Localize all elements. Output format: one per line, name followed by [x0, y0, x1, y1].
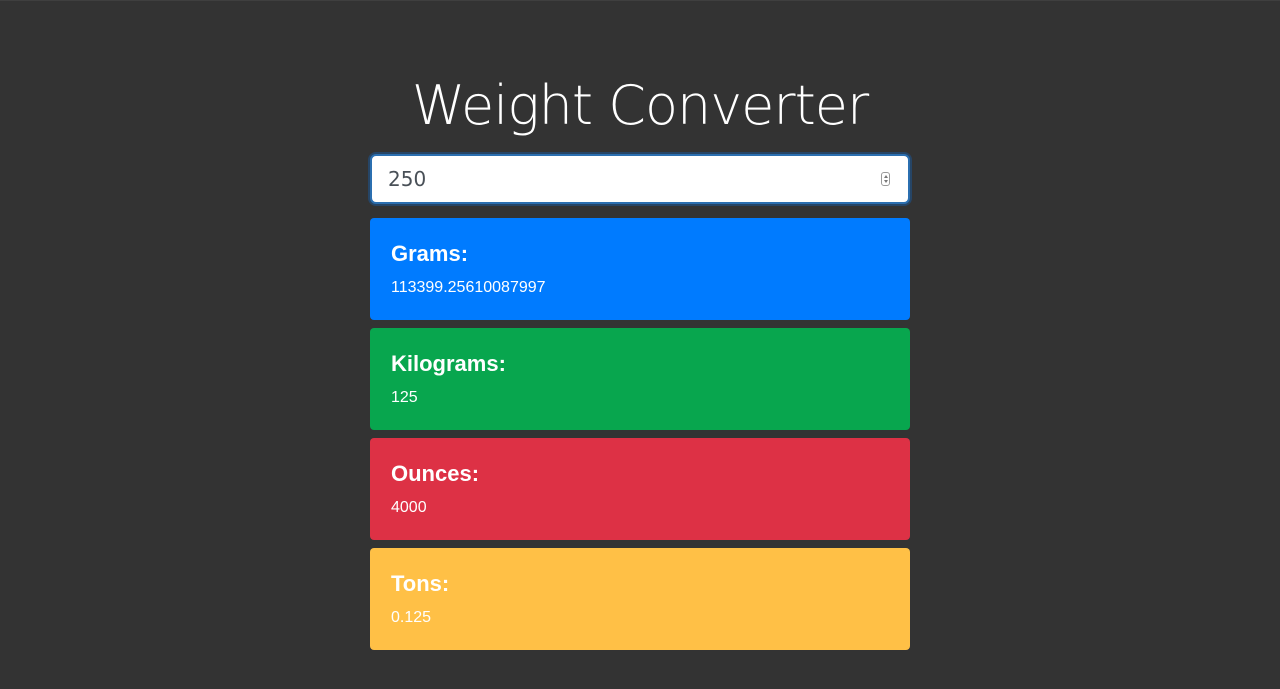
ounces-label: Ounces:	[391, 461, 480, 486]
ounces-value: 4000	[391, 499, 427, 516]
tons-card: Tons: 0.125	[370, 548, 910, 650]
page-title: Weight Converter	[411, 74, 869, 137]
grams-card: Grams: 113399.25610087997	[370, 218, 910, 320]
kilograms-value: 125	[391, 389, 418, 406]
kilograms-label: Kilograms:	[391, 351, 506, 376]
tons-value: 0.125	[391, 609, 432, 626]
ounces-card: Ounces: 4000	[370, 438, 910, 540]
grams-value: 113399.25610087997	[391, 279, 546, 296]
weight-input-field[interactable]	[370, 154, 910, 204]
number-spinner-icon[interactable]	[881, 172, 890, 186]
spinner-up-icon[interactable]	[884, 175, 888, 178]
grams-label: Grams:	[391, 241, 469, 266]
spinner-down-icon[interactable]	[884, 180, 888, 183]
kilograms-card: Kilograms: 125	[370, 328, 910, 430]
weight-input[interactable]	[372, 156, 868, 202]
tons-label: Tons:	[391, 571, 450, 596]
